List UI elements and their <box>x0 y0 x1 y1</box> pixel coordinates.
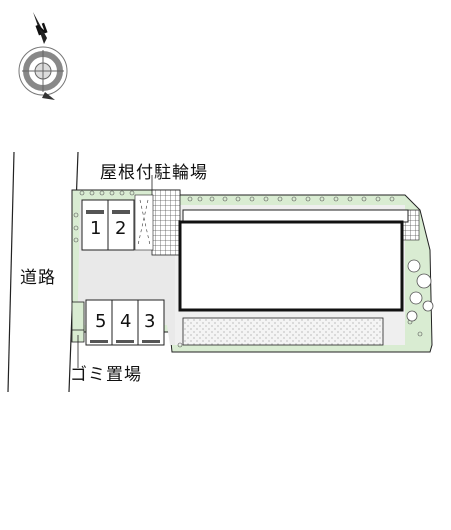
tree-cluster <box>406 259 434 322</box>
bicycle-parking-area <box>151 189 181 256</box>
parking-space-number: 1 <box>90 218 102 239</box>
parking-top-stalls <box>81 199 135 251</box>
bicycle-parking-label: 屋根付駐輪場 <box>100 163 208 183</box>
road-edge-left <box>7 151 15 393</box>
garbage-label: ゴミ置場 <box>70 365 142 385</box>
compass-rose-icon <box>18 12 68 100</box>
parking-bottom-stalls <box>85 299 165 346</box>
garden-strip <box>182 317 384 346</box>
parking-space-number: 4 <box>120 311 132 332</box>
road-label: 道路 <box>20 268 56 288</box>
building <box>178 220 404 312</box>
parking-space-number: 5 <box>95 311 107 332</box>
parking-space-number: 2 <box>115 218 127 239</box>
parking-space-number: 3 <box>144 311 156 332</box>
